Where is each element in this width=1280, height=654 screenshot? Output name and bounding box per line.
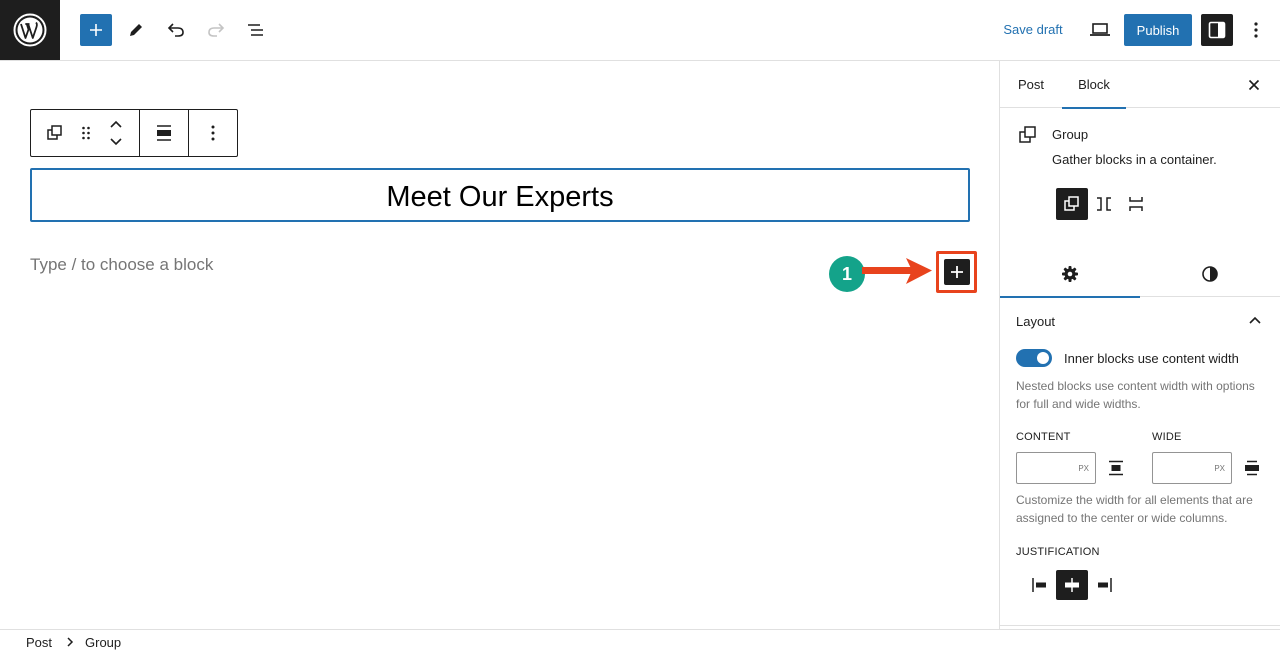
- redo-icon: [208, 23, 225, 37]
- heading-block[interactable]: Meet Our Experts: [386, 181, 614, 213]
- wordpress-logo[interactable]: [0, 0, 60, 60]
- block-card-description: Gather blocks in a container.: [1052, 152, 1217, 167]
- breadcrumb-group[interactable]: Group: [85, 635, 122, 650]
- more-vertical-icon: [1254, 22, 1258, 38]
- block-toolbar: [30, 109, 238, 157]
- justify-left-button[interactable]: [1024, 570, 1056, 600]
- justify-center-icon: [1065, 578, 1079, 592]
- save-draft-button[interactable]: Save draft: [1003, 22, 1063, 37]
- undo-button[interactable]: [160, 14, 192, 46]
- preview-button[interactable]: [1084, 14, 1116, 46]
- group-icon: [1064, 196, 1079, 211]
- more-vertical-icon: [211, 125, 215, 141]
- variation-stack-button[interactable]: [1120, 188, 1152, 220]
- align-wide-width-icon: [1245, 460, 1259, 476]
- content-width-input[interactable]: PX: [1016, 452, 1096, 484]
- settings-sidebar-toggle[interactable]: [1201, 14, 1233, 46]
- list-view-button[interactable]: [240, 14, 272, 46]
- justification-label: JUSTIFICATION: [1016, 546, 1100, 558]
- drag-handle[interactable]: [79, 110, 93, 156]
- list-view-icon: [248, 24, 263, 36]
- justification-control: [1024, 570, 1120, 600]
- options-button[interactable]: [1240, 14, 1272, 46]
- block-options-button[interactable]: [189, 110, 237, 156]
- layout-panel-title[interactable]: Layout: [1016, 314, 1056, 329]
- inline-block-inserter-button[interactable]: [944, 259, 970, 285]
- row-icon: [1097, 197, 1111, 211]
- move-up-down-buttons[interactable]: [93, 110, 139, 156]
- editor-header: Save draft Publish: [0, 0, 1280, 61]
- step-number-badge: 1: [829, 256, 865, 292]
- block-toolbar-parent-group: [31, 110, 139, 156]
- align-wide-icon: [157, 125, 171, 141]
- tab-styles[interactable]: [1140, 250, 1280, 297]
- block-variations: [1056, 188, 1152, 220]
- group-icon: [1019, 126, 1036, 143]
- close-icon: [1248, 79, 1260, 91]
- chevron-up-down-icon: [110, 120, 122, 146]
- content-width-toggle-label: Inner blocks use content width: [1064, 351, 1239, 366]
- annotation-arrow-icon: [862, 258, 932, 284]
- plus-icon: [951, 266, 963, 278]
- block-inserter-button[interactable]: [80, 14, 112, 46]
- group-block[interactable]: Meet Our Experts: [30, 168, 970, 222]
- align-button[interactable]: [140, 110, 188, 156]
- wide-width-input[interactable]: PX: [1152, 452, 1232, 484]
- tab-settings[interactable]: [1000, 250, 1140, 298]
- pencil-icon: [130, 24, 142, 36]
- justify-center-button[interactable]: [1056, 570, 1088, 600]
- plus-icon: [90, 24, 102, 36]
- justify-right-button[interactable]: [1088, 570, 1120, 600]
- justify-right-icon: [1098, 578, 1112, 592]
- group-icon: [47, 125, 62, 140]
- variation-row-button[interactable]: [1088, 188, 1120, 220]
- editor-canvas[interactable]: Meet Our Experts Type / to choose a bloc…: [0, 61, 1000, 629]
- block-breadcrumb: Post Group: [0, 629, 1280, 654]
- annotation-highlight-box: [936, 251, 977, 293]
- content-width-help: Nested blocks use content width with opt…: [1016, 379, 1255, 411]
- close-sidebar-button[interactable]: [1242, 73, 1266, 97]
- variation-group-button[interactable]: [1056, 188, 1088, 220]
- chevron-right-icon: [67, 637, 74, 647]
- contrast-icon: [1202, 265, 1218, 282]
- align-center-width-icon: [1109, 460, 1123, 476]
- settings-sidebar: Post Block Group Gather blocks in a cont…: [999, 61, 1280, 629]
- sidebar-tabs: Post Block: [1000, 61, 1280, 109]
- block-inspector-tabs: [1000, 250, 1280, 298]
- wordpress-icon: [13, 13, 47, 47]
- content-width-label: CONTENT: [1016, 431, 1071, 443]
- block-type-button[interactable]: [31, 110, 79, 156]
- chevron-up-icon[interactable]: [1244, 310, 1266, 332]
- undo-icon: [167, 23, 184, 37]
- sidebar-icon: [1208, 21, 1226, 39]
- width-help: Customize the width for all elements tha…: [1016, 493, 1253, 525]
- gear-icon: [1062, 265, 1078, 282]
- content-width-toggle[interactable]: [1016, 349, 1052, 367]
- block-card-title: Group: [1052, 127, 1089, 142]
- tab-block[interactable]: Block: [1062, 61, 1126, 109]
- wide-width-unit[interactable]: PX: [1214, 464, 1225, 473]
- stack-icon: [1129, 197, 1143, 211]
- justify-left-icon: [1032, 578, 1046, 592]
- tools-button[interactable]: [120, 14, 152, 46]
- publish-button[interactable]: Publish: [1124, 14, 1192, 46]
- block-toolbar-align-group: [139, 110, 188, 156]
- breadcrumb-post[interactable]: Post: [26, 635, 53, 650]
- wide-width-label: WIDE: [1152, 431, 1182, 443]
- redo-button[interactable]: [200, 14, 232, 46]
- desktop-preview-icon: [1090, 23, 1110, 36]
- tab-post[interactable]: Post: [1017, 77, 1044, 92]
- panel-divider: [1000, 625, 1280, 626]
- block-toolbar-more-group: [188, 110, 237, 156]
- content-width-unit[interactable]: PX: [1078, 464, 1089, 473]
- default-block-appender[interactable]: Type / to choose a block: [30, 255, 214, 274]
- drag-handle-icon: [82, 126, 90, 140]
